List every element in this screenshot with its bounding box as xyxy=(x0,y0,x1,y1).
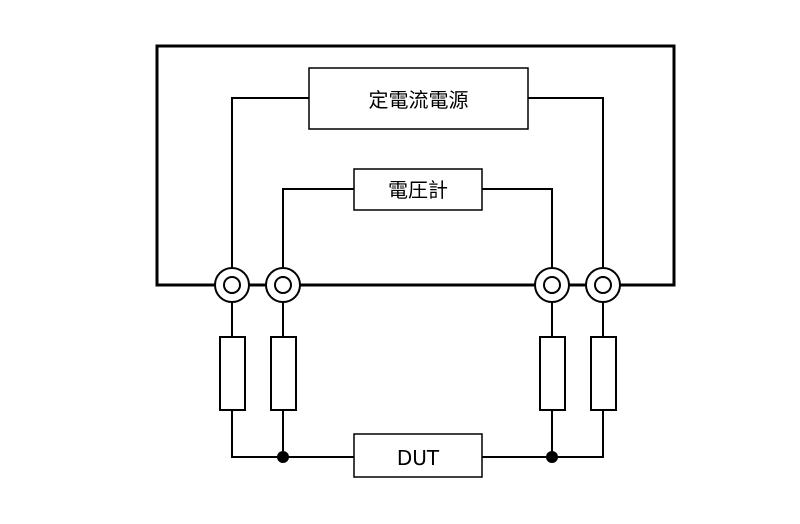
current-source-box xyxy=(308,67,529,130)
lead-resistor-2 xyxy=(270,336,297,411)
lead-resistor-1 xyxy=(219,336,246,411)
voltmeter-wire-left xyxy=(282,188,354,268)
terminal-voltage-right xyxy=(534,267,570,303)
dut-wire-left-current xyxy=(231,410,354,458)
junction-dot-right xyxy=(546,451,558,463)
dut-wire-right-current xyxy=(482,410,604,458)
terminal-voltage-left xyxy=(265,267,301,303)
instrument-frame xyxy=(155,44,676,287)
junction-dot-left xyxy=(277,451,289,463)
voltmeter-box xyxy=(353,168,483,211)
current-source-wire-left xyxy=(231,97,309,268)
lead-resistor-3 xyxy=(539,336,566,411)
voltmeter-label: 電圧計 xyxy=(388,178,448,202)
current-source-label: 定電流電源 xyxy=(369,88,469,112)
dut-box xyxy=(353,433,483,478)
voltmeter-wire-right xyxy=(482,188,553,268)
terminal-current-left xyxy=(214,267,250,303)
lead-resistor-4 xyxy=(590,336,617,411)
terminal-current-right xyxy=(585,267,621,303)
dut-label: DUT xyxy=(397,446,440,470)
current-source-wire-right xyxy=(528,97,604,268)
